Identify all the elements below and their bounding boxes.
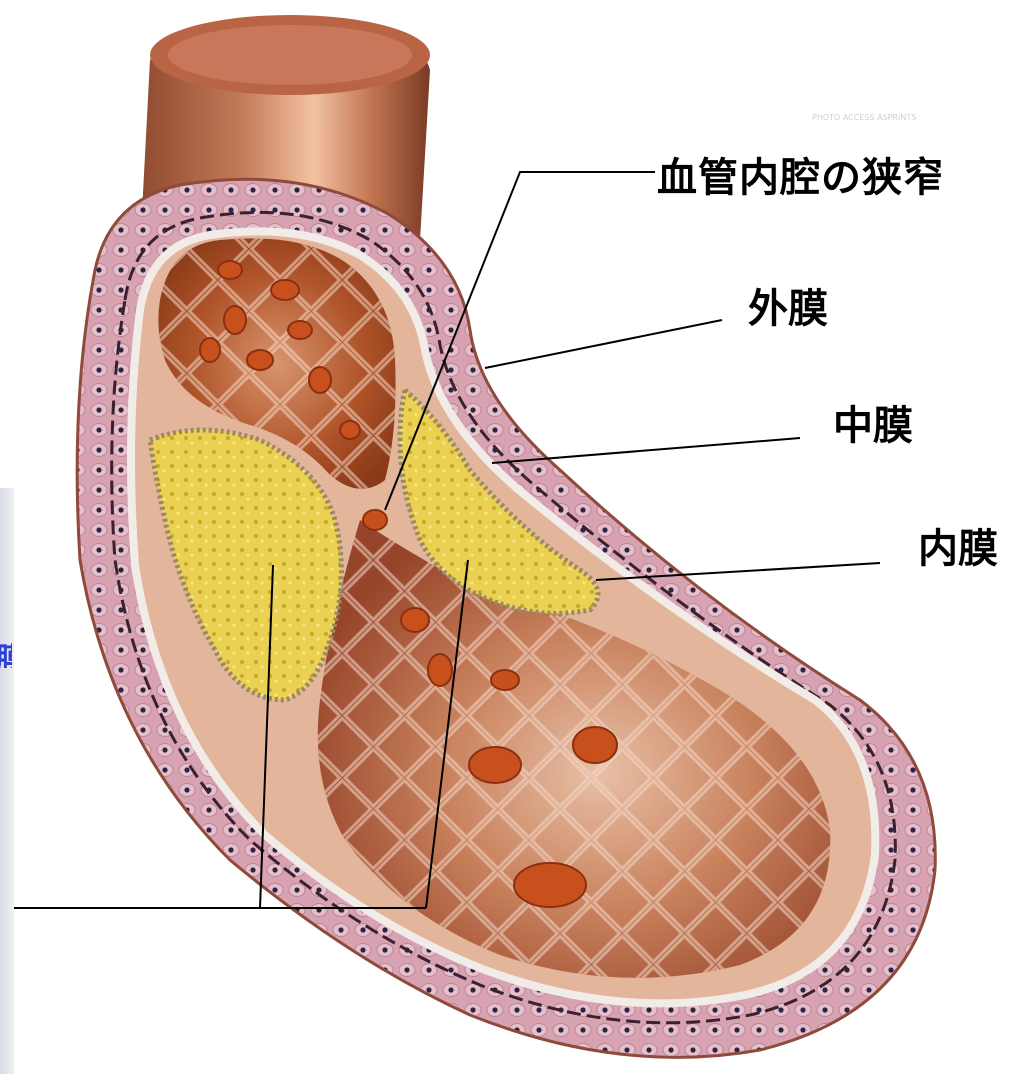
watermark: PHOTO ACCESS ASPRINTS bbox=[812, 113, 916, 122]
side-panel bbox=[0, 488, 14, 1074]
label-lumen-stenosis: 血管内腔の狭窄 bbox=[657, 158, 944, 198]
label-media: 中膜 bbox=[833, 406, 913, 446]
label-intima: 内膜 bbox=[918, 529, 998, 569]
leader-adventitia bbox=[485, 320, 722, 368]
side-glyph: 膜 bbox=[0, 634, 12, 668]
label-adventitia: 外膜 bbox=[748, 289, 828, 329]
